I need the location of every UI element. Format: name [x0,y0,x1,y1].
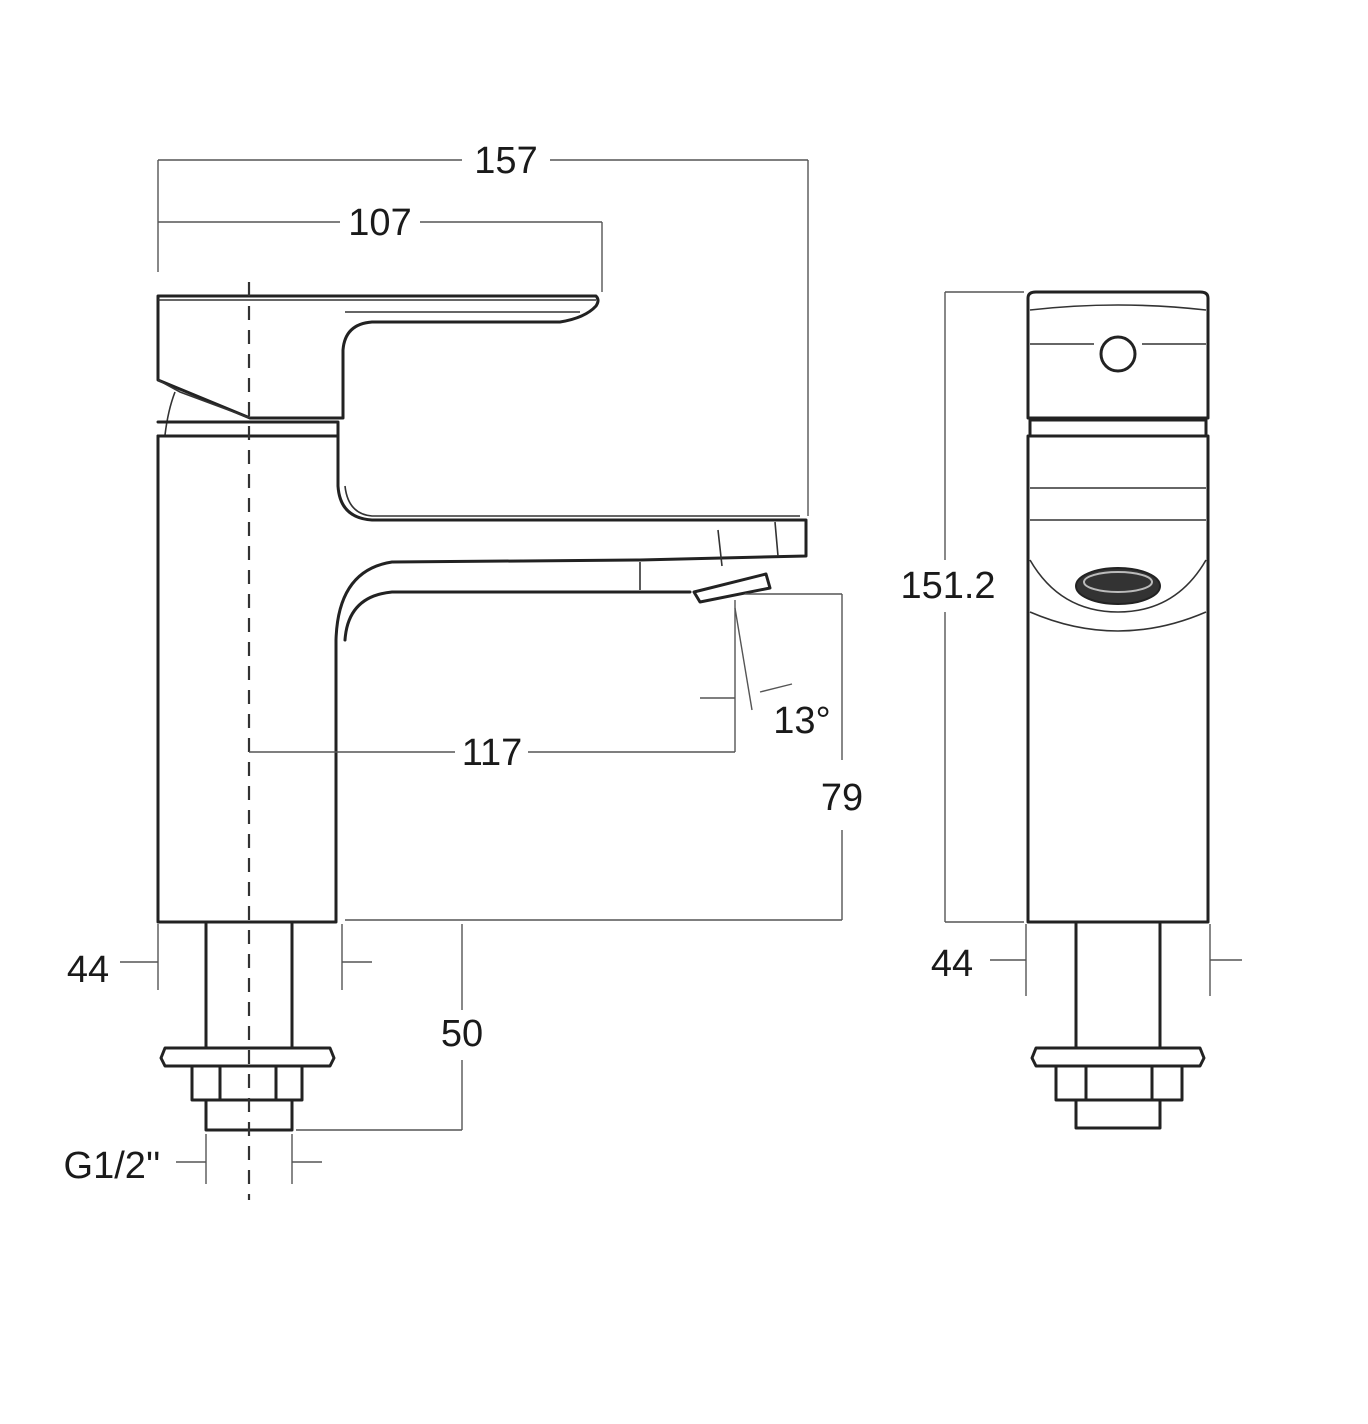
indicator-dot [1099,335,1137,373]
dim-151-2: 151.2 [900,565,995,607]
dim-157: 157 [474,140,537,182]
dim-44-side: 44 [67,949,109,991]
spout-underside [343,590,692,642]
front-body [1026,434,1210,924]
front-shank [1074,922,1162,1050]
lever-underside [157,379,251,436]
front-dimension-lines [944,291,1242,996]
washer [159,1046,336,1068]
front-handle [1026,290,1210,420]
front-washer [1030,1046,1206,1068]
side-dimension-lines [120,159,843,1184]
front-nut [1054,1064,1184,1102]
dim-44-front: 44 [931,943,973,985]
body-inner-line [344,485,800,517]
shank [204,922,294,1050]
tap-body [156,434,808,924]
aerator [692,572,772,604]
dim-79: 79 [821,777,863,819]
lever-handle [156,294,600,420]
front-body-bands [1029,487,1207,632]
front-handle-edge [1029,304,1207,345]
lever-handle-edge [158,299,596,313]
dim-117: 117 [462,732,523,774]
spout-detail [639,521,779,590]
nut [190,1064,304,1102]
side-view [156,282,808,1200]
front-view [1026,290,1210,1130]
dim-13deg: 13° [773,700,830,742]
front-collar [1028,418,1208,438]
dim-50: 50 [441,1013,483,1055]
dim-thread: G1/2'' [64,1145,161,1187]
front-thread-end [1074,1098,1162,1130]
front-aerator [1075,567,1161,605]
dim-107: 107 [348,202,411,244]
